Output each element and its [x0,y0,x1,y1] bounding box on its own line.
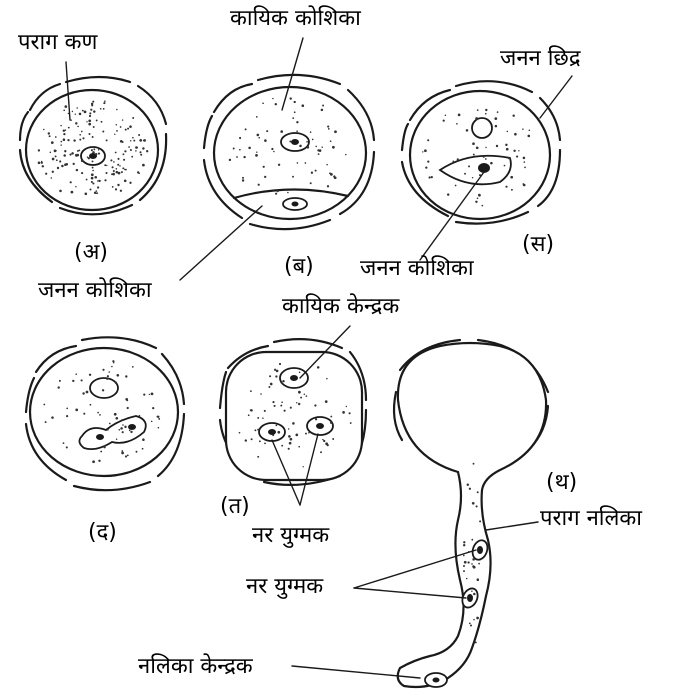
label-pollen-tube: पराग नलिका [540,508,642,530]
label-stage-a: (अ) [74,242,108,264]
label-vegetative-nucleus: कायिक केन्द्रक [282,296,399,318]
pollen-grain-a [20,77,166,214]
label-stage-th: (थ) [546,472,577,494]
label-male-gametes-tube: नर युग्मक [246,576,323,598]
label-germ-pore: जनन छिद्र [500,48,581,70]
label-generative-cell-right: जनन कोशिका [360,258,474,280]
label-pollen-grain: पराग कण [18,32,97,54]
label-stage-s: (स) [522,234,554,256]
pollen-grain-t [220,339,366,485]
label-male-gametes-t: नर युग्मक [252,525,329,547]
pollen-grain-b [204,75,374,229]
pollen-grain-th [394,340,548,687]
label-stage-b: (ब) [284,256,314,278]
label-generative-cell-left: जनन कोशिका [38,280,152,302]
label-stage-t: (त) [220,496,250,518]
label-stage-d: (द) [88,522,117,544]
label-tube-nucleus: नलिका केन्द्रक [138,656,253,678]
pollen-grain-s [402,81,560,223]
pollen-grain-d [26,337,184,490]
label-vegetative-cell: कायिक कोशिका [230,8,361,30]
